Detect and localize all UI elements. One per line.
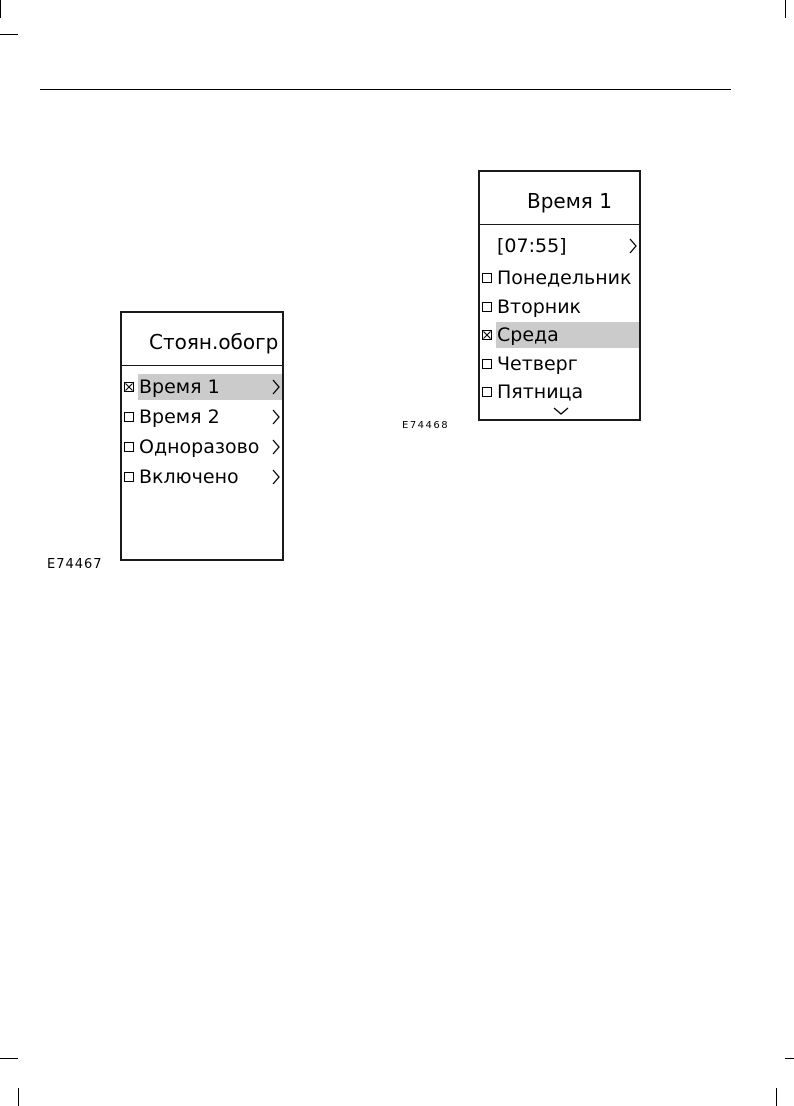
list-item-label: Четверг	[497, 352, 578, 375]
header-rule	[40, 89, 731, 90]
list-item-label: Включено	[139, 466, 239, 488]
selection-highlight	[138, 374, 282, 400]
list-item[interactable]: Четверг	[480, 351, 639, 377]
checkbox-icon[interactable]	[124, 412, 134, 422]
list-item[interactable]: Время 2	[122, 404, 282, 430]
crop-mark	[776, 1088, 777, 1106]
list-item-label: Понедельник	[497, 267, 632, 289]
list-item[interactable]: Время 1	[122, 374, 282, 400]
list-item-label: Время 2	[139, 406, 220, 428]
checkbox-icon[interactable]	[124, 442, 134, 452]
checkbox-icon[interactable]	[124, 472, 134, 482]
figure-id: E74468	[402, 420, 450, 431]
crop-mark	[0, 1058, 18, 1059]
list-item[interactable]: Среда	[480, 322, 639, 349]
crop-mark	[0, 34, 18, 35]
checkbox-icon[interactable]	[482, 301, 492, 312]
crop-mark	[785, 0, 786, 18]
list-item-label: Вторник	[497, 295, 582, 318]
chevron-right-icon	[629, 238, 637, 254]
title-separator	[480, 224, 639, 225]
crop-mark	[785, 1058, 794, 1059]
list-item[interactable]: Вторник	[480, 294, 639, 320]
crop-mark	[0, 0, 1, 18]
crop-mark	[18, 1088, 19, 1106]
checkbox-icon[interactable]	[482, 358, 492, 369]
list-item-label: Одноразово	[139, 436, 260, 458]
screen-title: Время 1	[527, 189, 612, 213]
chevron-down-icon[interactable]	[552, 406, 570, 416]
figure-id: E74467	[47, 557, 103, 572]
time-setting-row[interactable]: [07:55]	[480, 233, 639, 259]
chevron-right-icon	[272, 439, 280, 455]
chevron-right-icon	[272, 409, 280, 425]
checkbox-checked-icon[interactable]	[124, 382, 134, 392]
selection-highlight	[496, 322, 639, 349]
list-item-label: Пятница	[497, 381, 584, 404]
checkbox-icon[interactable]	[482, 273, 492, 283]
chevron-right-icon	[272, 469, 280, 485]
checkbox-checked-icon[interactable]	[482, 330, 492, 341]
checkbox-icon[interactable]	[482, 387, 492, 398]
title-separator	[122, 365, 282, 366]
list-item[interactable]: Понедельник	[480, 265, 639, 291]
chevron-right-icon	[272, 379, 280, 395]
list-item-label: Время 1	[139, 376, 220, 398]
list-item[interactable]: Включено	[122, 464, 282, 490]
list-item-label: Среда	[497, 324, 559, 347]
screen-title: Стоян.обогр	[149, 330, 279, 354]
time-value: [07:55]	[497, 235, 567, 257]
list-item[interactable]: Пятница	[480, 379, 639, 405]
list-item[interactable]: Одноразово	[122, 434, 282, 460]
